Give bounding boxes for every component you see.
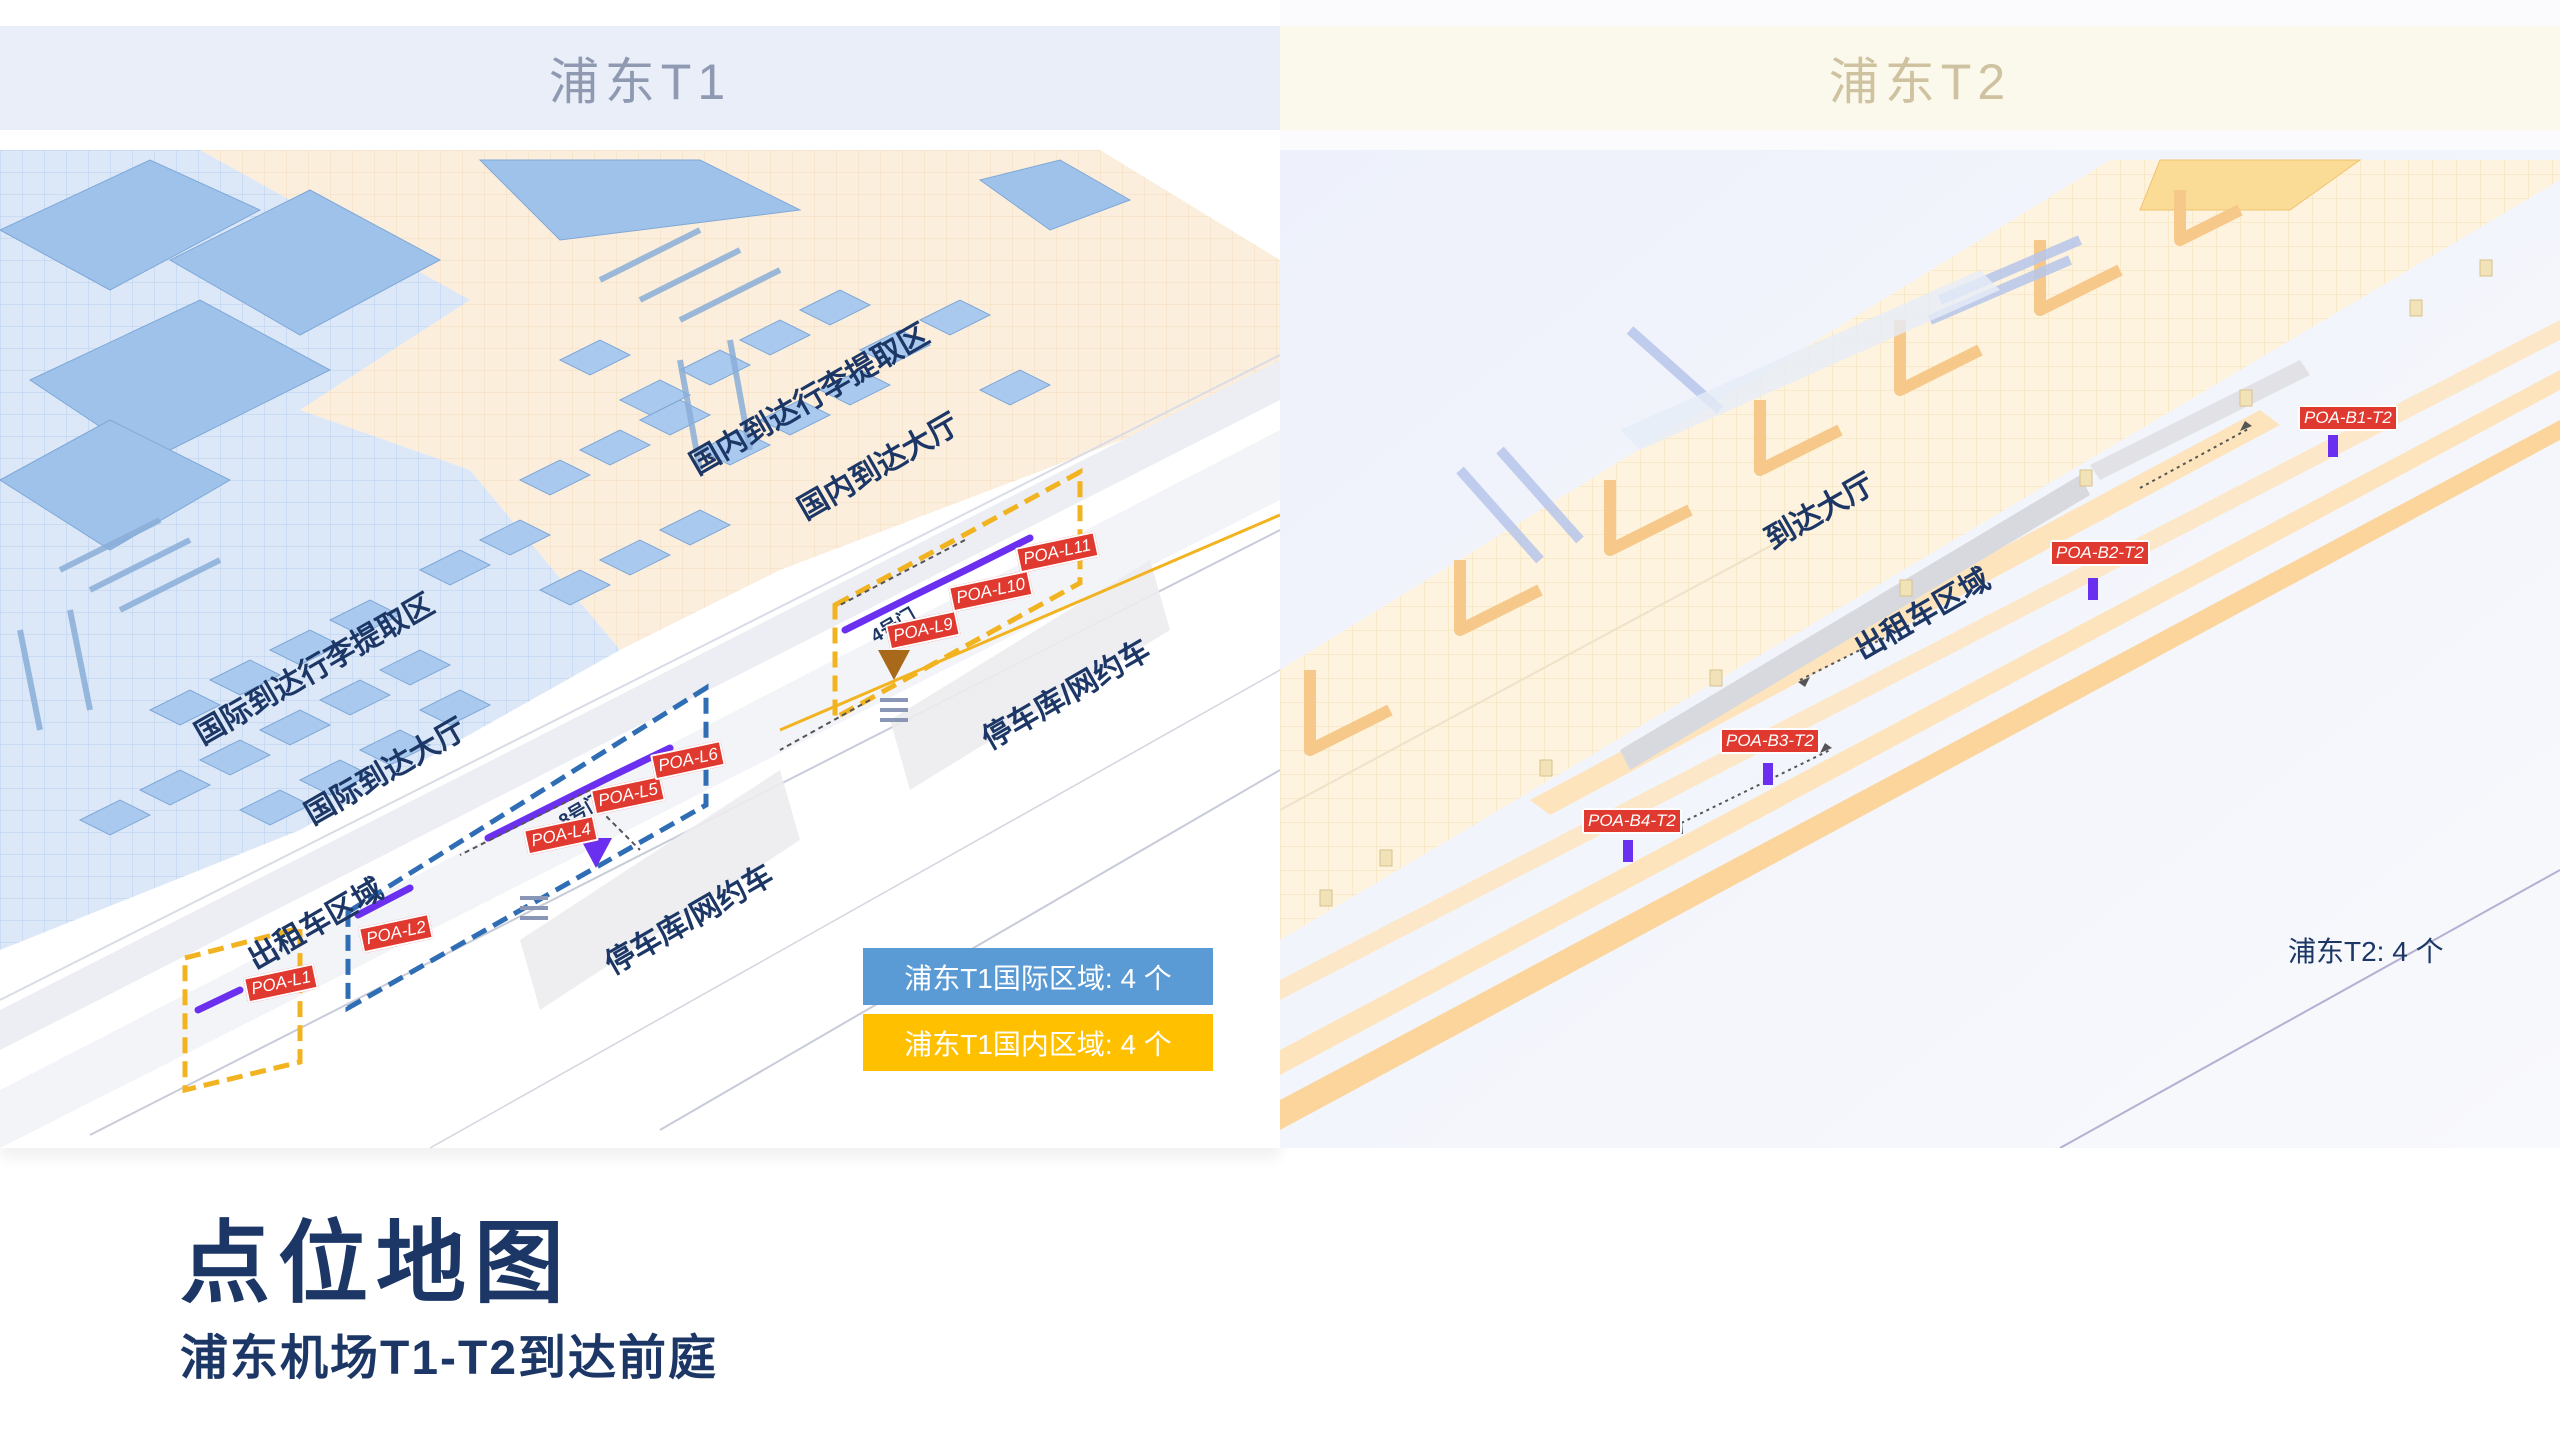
t1-header: 浦东T1 <box>0 26 1280 130</box>
t2-point-b4[interactable]: POA-B4-T2 <box>1582 808 1682 834</box>
page-title: 点位地图 <box>180 1214 572 1314</box>
t2-counters <box>1304 190 2243 756</box>
t1-map[interactable]: 国际到达行李提取区 国际到达大厅 国内到达行李提取区 国内到达大厅 出租车区域 … <box>0 150 1280 1148</box>
t2-point-bars <box>1623 435 2338 862</box>
legend-intl: 浦东T1国际区域: 4 个 <box>863 948 1213 1005</box>
t2-floorplan <box>1280 150 2560 1148</box>
t2-panel: 浦东T2 <box>1280 0 2560 1148</box>
t2-point-b3[interactable]: POA-B3-T2 <box>1720 728 1820 754</box>
t2-map[interactable]: 到达大厅 出租车区域 POA-B1-T2 POA-B2-T2 POA-B3-T2… <box>1280 150 2560 1148</box>
t2-count: 浦东T2: 4 个 <box>2288 936 2444 967</box>
page-subtitle: 浦东机场T1-T2到达前庭 <box>180 1332 719 1385</box>
t2-point-b1[interactable]: POA-B1-T2 <box>2298 405 2398 431</box>
t1-panel: 浦东T1 <box>0 0 1280 1148</box>
t1-intl-floor-lower <box>0 410 620 950</box>
t1-counters <box>78 289 1052 836</box>
legend-dom: 浦东T1国内区域: 4 个 <box>863 1014 1213 1071</box>
t2-point-b2[interactable]: POA-B2-T2 <box>2050 540 2150 566</box>
t2-terminal-floor <box>1280 160 2560 940</box>
t2-header: 浦东T2 <box>1280 26 2560 130</box>
t1-point-bars <box>194 534 1034 1014</box>
